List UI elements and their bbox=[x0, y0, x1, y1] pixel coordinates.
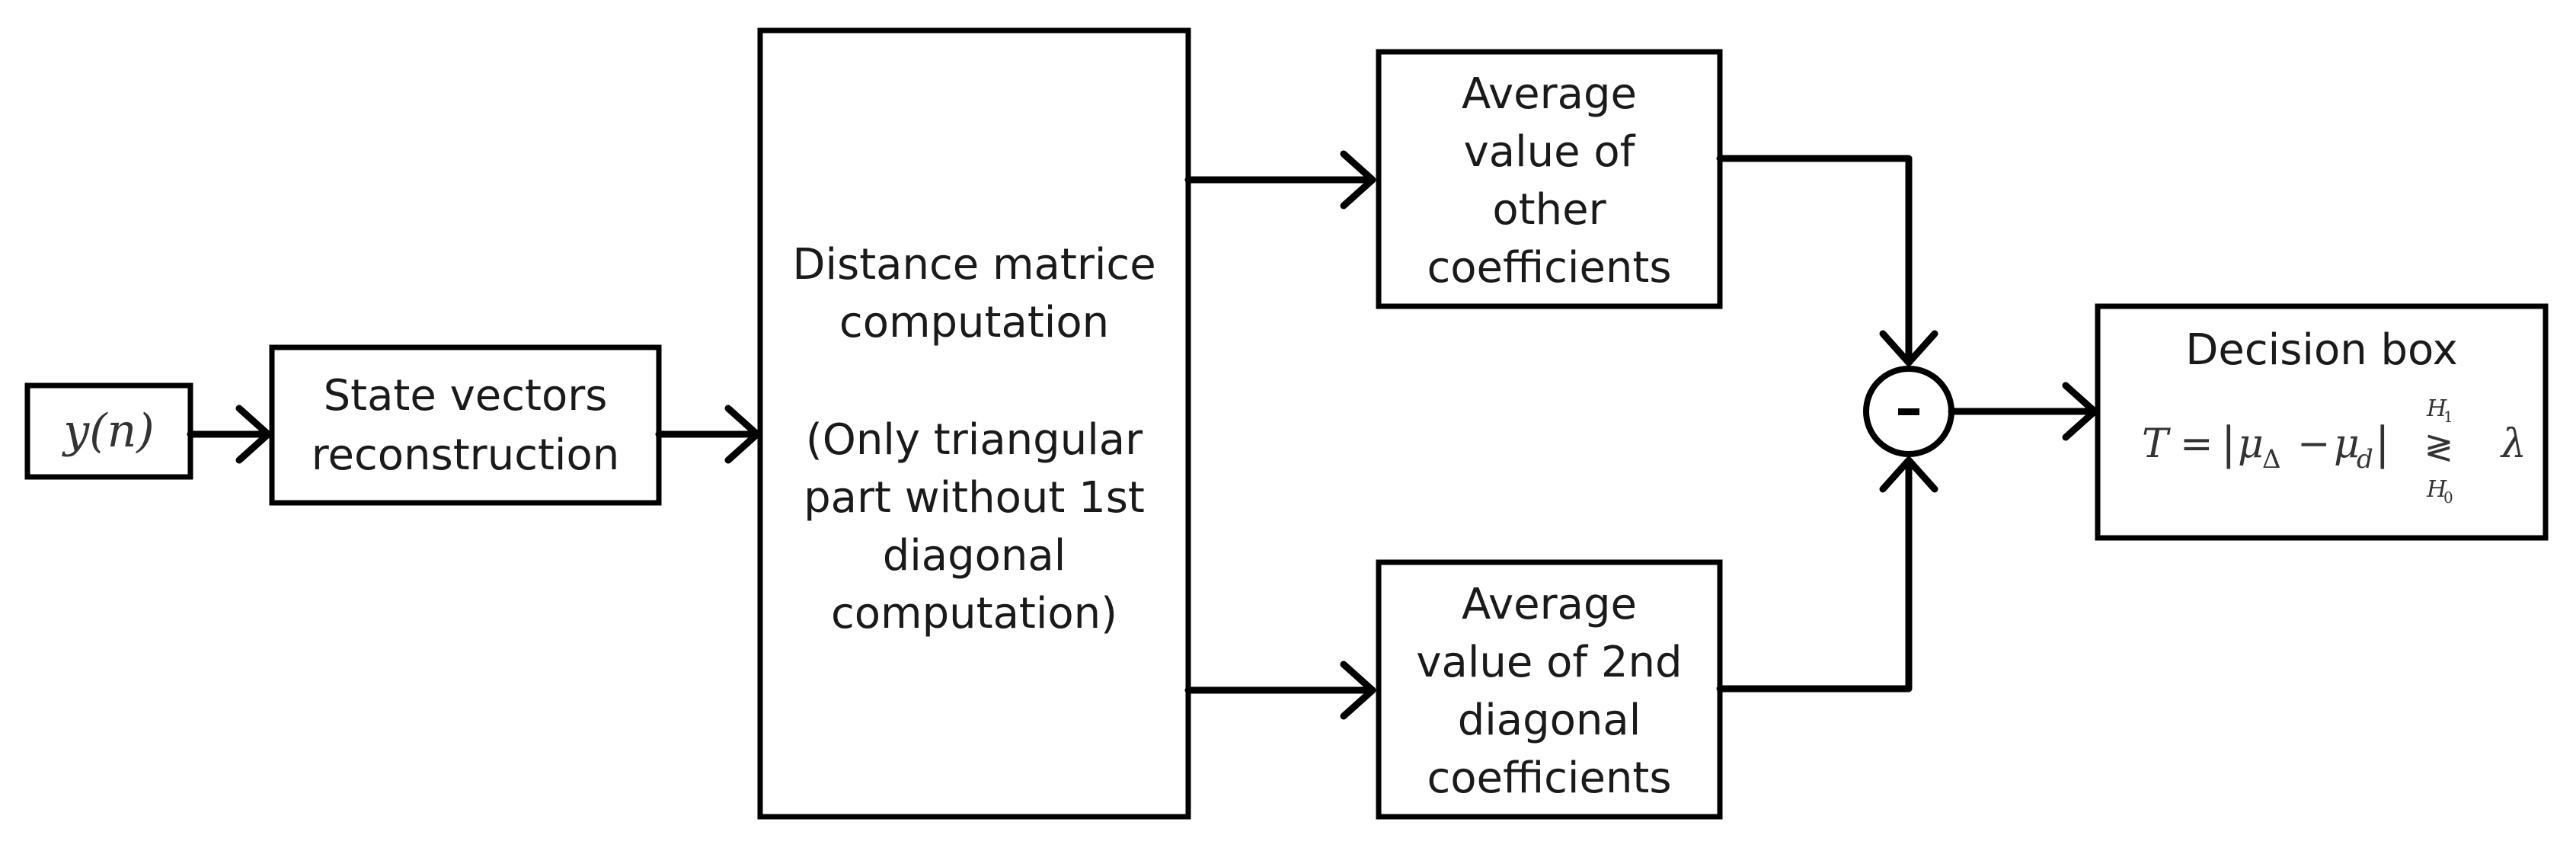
minus-icon bbox=[1898, 408, 1919, 415]
distance-matrix-block: Distance matrice computation (Only trian… bbox=[757, 27, 1191, 820]
hypothesis-lower: H bbox=[2426, 476, 2447, 503]
formula-mu-2: μ bbox=[2334, 421, 2360, 467]
distance-matrix-line5: diagonal bbox=[883, 531, 1066, 581]
hypothesis-upper: H bbox=[2426, 395, 2447, 422]
hypothesis-relation: ≷ bbox=[2424, 426, 2454, 467]
arrow-line bbox=[1716, 459, 1913, 693]
decision-box-title: Decision box bbox=[2185, 325, 2457, 375]
distance-matrix-line1: Distance matrice bbox=[792, 240, 1155, 290]
connector-input-to-state-vectors bbox=[187, 405, 272, 464]
formula-threshold: λ bbox=[2500, 421, 2526, 467]
decision-formula: T = | μ Δ − μ d | H 1 ≷ H 0 λ bbox=[2142, 395, 2526, 507]
state-vectors-line2: reconstruction bbox=[312, 430, 620, 480]
subtractor-node bbox=[1863, 366, 1954, 457]
arrow-head bbox=[1340, 661, 1376, 720]
avg-other-line4: coefficients bbox=[1427, 243, 1671, 293]
formula-sub-delta: Δ bbox=[2262, 444, 2281, 475]
decision-box bbox=[2095, 303, 2549, 541]
avg-other-line1: Average bbox=[1462, 69, 1637, 119]
formula-minus: − bbox=[2297, 421, 2331, 467]
connector-avg-other-to-subtractor bbox=[1716, 155, 1938, 366]
arrow-head bbox=[1879, 456, 1938, 493]
state-vectors-box bbox=[269, 344, 662, 506]
arrow-head bbox=[235, 405, 272, 464]
distance-matrix-line3: (Only triangular bbox=[806, 415, 1143, 465]
arrow-head bbox=[1340, 150, 1376, 210]
avg-2nd-diagonal-block: Average value of 2nd diagonal coefficien… bbox=[1376, 559, 1723, 820]
avg-2nd-diagonal-line4: coefficients bbox=[1427, 753, 1671, 803]
distance-matrix-line6: computation) bbox=[831, 589, 1117, 638]
state-vectors-line1: State vectors bbox=[324, 371, 608, 421]
avg-2nd-diagonal-line2: value of 2nd bbox=[1416, 638, 1682, 687]
arrow-head bbox=[1879, 330, 1938, 366]
formula-bar-close: | bbox=[2375, 418, 2390, 469]
avg-other-block: Average value of other coefficients bbox=[1376, 49, 1723, 309]
input-signal-label: y(n) bbox=[61, 405, 154, 458]
hypothesis-lower-sub: 0 bbox=[2443, 488, 2453, 507]
formula-mu-1: μ bbox=[2238, 421, 2264, 467]
avg-2nd-diagonal-line3: diagonal bbox=[1458, 696, 1641, 745]
avg-other-line3: other bbox=[1492, 185, 1606, 235]
arrow-head bbox=[724, 405, 761, 464]
input-signal-block: y(n) bbox=[24, 382, 193, 480]
connector-state-vectors-to-distance-matrix bbox=[655, 405, 761, 464]
state-vectors-block: State vectors reconstruction bbox=[269, 344, 662, 506]
avg-other-box bbox=[1376, 49, 1723, 309]
connector-distance-to-avg-other bbox=[1184, 150, 1376, 210]
distance-matrix-line2: computation bbox=[839, 298, 1109, 347]
decision-box-block: Decision box T = | μ Δ − μ d | H 1 ≷ H 0… bbox=[2095, 303, 2549, 541]
connector-avg-2nd-diagonal-to-subtractor bbox=[1716, 456, 1938, 693]
connector-subtractor-to-decision-box bbox=[1948, 382, 2098, 441]
arrow-head bbox=[2062, 382, 2098, 441]
distance-matrix-box bbox=[757, 27, 1191, 820]
formula-T: T bbox=[2142, 421, 2171, 467]
arrow-line bbox=[1716, 155, 1913, 363]
formula-equals: = bbox=[2180, 421, 2213, 467]
connector-distance-to-avg-2nd-diagonal bbox=[1184, 661, 1376, 720]
formula-sub-d: d bbox=[2357, 444, 2373, 475]
avg-other-line2: value of bbox=[1464, 127, 1636, 177]
avg-2nd-diagonal-line1: Average bbox=[1462, 580, 1637, 629]
hypothesis-upper-sub: 1 bbox=[2443, 408, 2453, 426]
formula-bar-open: | bbox=[2221, 418, 2236, 469]
distance-matrix-line4: part without 1st bbox=[804, 473, 1145, 523]
input-signal-box bbox=[24, 382, 193, 480]
